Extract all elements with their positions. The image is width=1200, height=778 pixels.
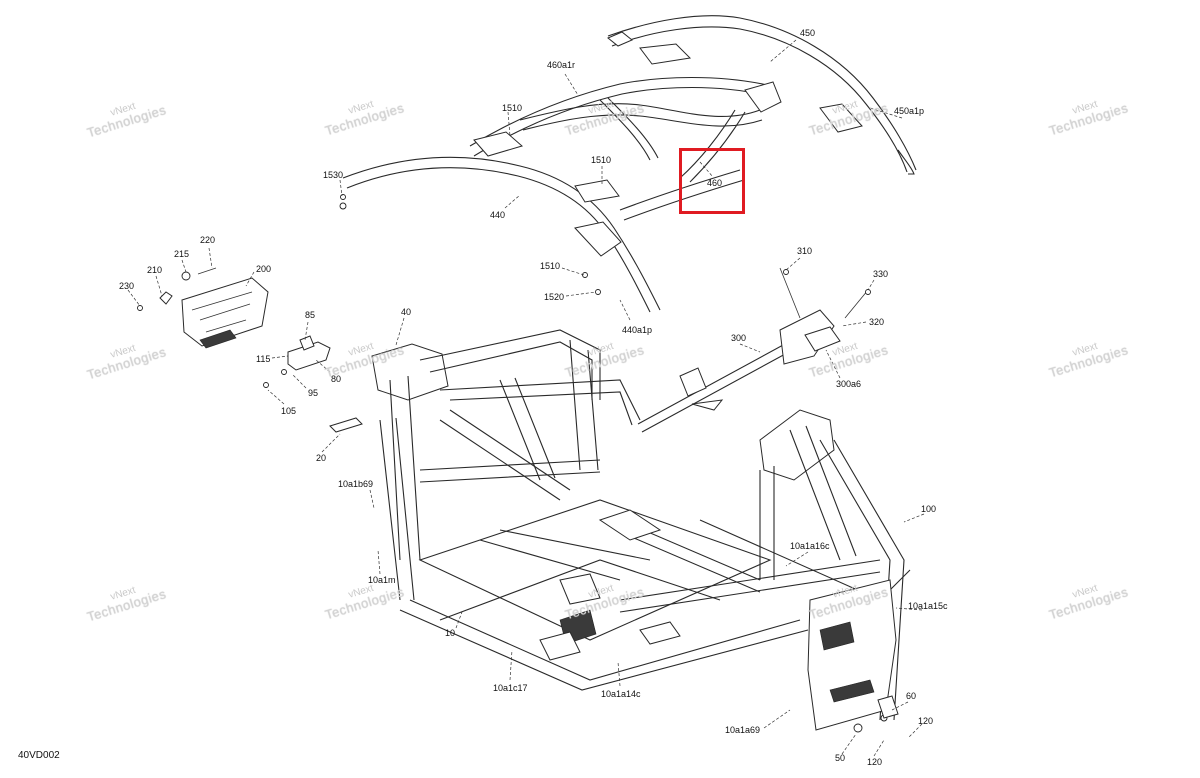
part-label-310[interactable]: 310	[797, 246, 813, 256]
part-label-460[interactable]: 460	[707, 178, 723, 188]
part-label-10a1a15c[interactable]: 10a1a15c	[908, 601, 948, 611]
part-label-300[interactable]: 300	[731, 333, 747, 343]
part-label-320[interactable]: 320	[869, 317, 885, 327]
roll-cage	[339, 15, 917, 313]
part-label-1510[interactable]: 1510	[540, 261, 561, 271]
main-frame	[371, 329, 911, 733]
part-label-120[interactable]: 120	[918, 716, 934, 726]
leader-lines	[127, 39, 925, 757]
part-label-105[interactable]: 105	[281, 406, 297, 416]
part-label-300a6[interactable]: 300a6	[836, 379, 862, 389]
part-label-1510[interactable]: 1510	[591, 155, 612, 165]
part-label-1530[interactable]: 1530	[323, 170, 344, 180]
part-label-10a1c17[interactable]: 10a1c17	[493, 683, 528, 693]
part-label-10a1a69[interactable]: 10a1a69	[725, 725, 761, 735]
part-label-440[interactable]: 440	[490, 210, 506, 220]
bracket-assembly-80	[263, 335, 363, 433]
part-label-230[interactable]: 230	[119, 281, 135, 291]
document-id: 40VD002	[18, 750, 60, 761]
part-label-10a1a16c[interactable]: 10a1a16c	[790, 541, 830, 551]
part-label-100[interactable]: 100	[921, 504, 937, 514]
part-label-115[interactable]: 115	[256, 354, 271, 364]
part-label-215[interactable]: 215	[174, 249, 190, 259]
part-label-10a1a14c[interactable]: 10a1a14c	[601, 689, 641, 699]
part-label-450a1p[interactable]: 450a1p	[894, 106, 925, 116]
part-label-200[interactable]: 200	[256, 264, 272, 274]
part-label-85[interactable]: 85	[305, 310, 316, 320]
part-label-80[interactable]: 80	[331, 374, 342, 384]
part-label-1520[interactable]: 1520	[544, 292, 565, 302]
part-label-20[interactable]: 20	[316, 453, 327, 463]
part-label-1510[interactable]: 1510	[502, 103, 523, 113]
part-label-95[interactable]: 95	[308, 388, 319, 398]
highlight-box-460	[679, 148, 745, 214]
part-label-50[interactable]: 50	[835, 753, 846, 763]
part-label-120[interactable]: 120	[867, 757, 883, 767]
part-label-440a1p[interactable]: 440a1p	[622, 325, 653, 335]
bracket-assembly-200	[137, 267, 269, 349]
part-label-40[interactable]: 40	[401, 307, 412, 317]
part-label-460a1r[interactable]: 460a1r	[547, 60, 576, 70]
part-label-10a1m[interactable]: 10a1m	[368, 575, 396, 585]
part-label-210[interactable]: 210	[147, 265, 163, 275]
part-label-10a1b69[interactable]: 10a1b69	[338, 479, 374, 489]
part-label-10[interactable]: 10	[445, 628, 456, 638]
steering-assembly-300	[637, 267, 871, 433]
part-label-450[interactable]: 450	[800, 28, 816, 38]
part-label-330[interactable]: 330	[873, 269, 889, 279]
part-label-60[interactable]: 60	[906, 691, 917, 701]
part-label-220[interactable]: 220	[200, 235, 216, 245]
